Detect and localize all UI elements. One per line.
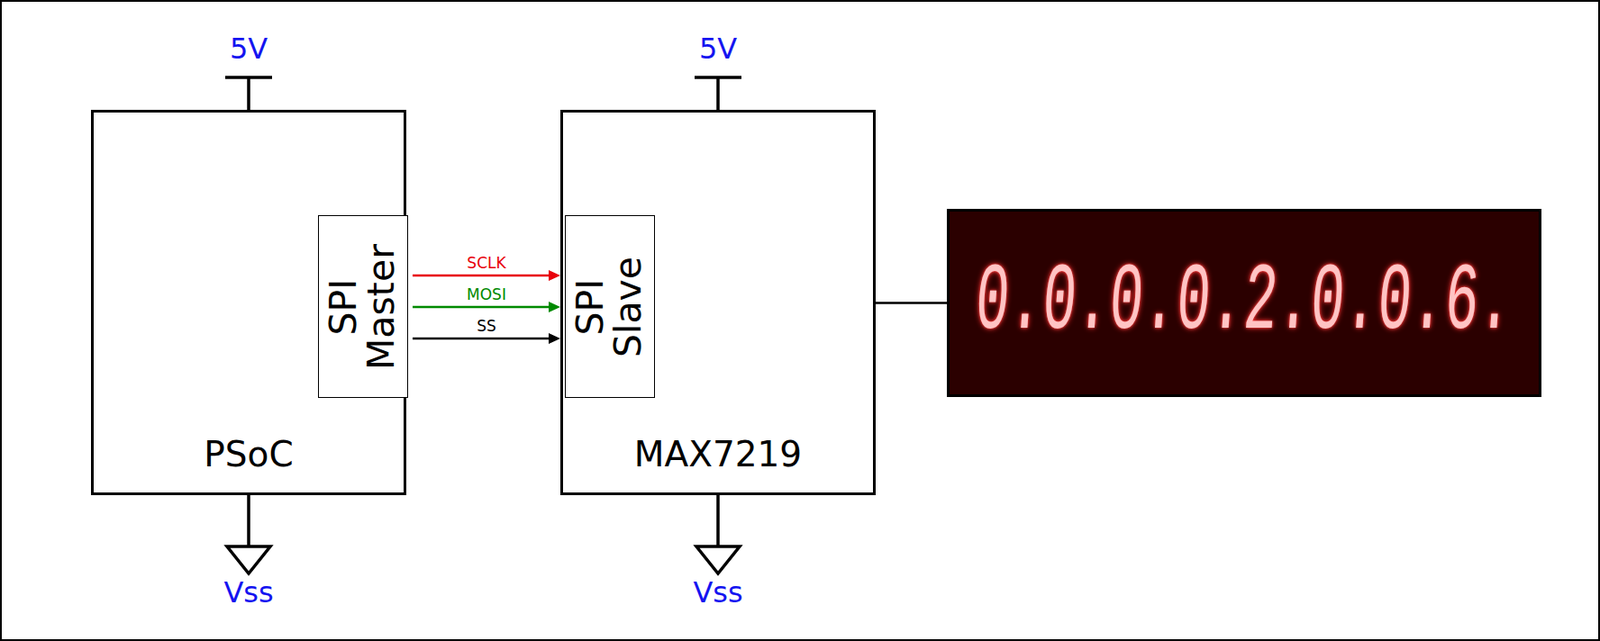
power-rail-label: 5V — [229, 31, 268, 66]
seven-segment-display: 0.0.0.0.2.0.0.6. — [946, 209, 1542, 398]
power-symbol — [225, 77, 742, 110]
spi-block: SPI Slave — [564, 215, 655, 399]
chip-name: MAX7219 — [563, 431, 873, 479]
chip-name: PSoC — [93, 431, 404, 479]
signal-name: MOSI — [466, 286, 507, 303]
power-rail-label: Vss — [692, 575, 743, 610]
signal-arrow — [412, 333, 561, 345]
power-rail-label: Vss — [223, 575, 273, 610]
signal-arrow — [875, 302, 947, 304]
spi-block: SPI Master — [318, 215, 409, 399]
signal-arrow — [412, 270, 561, 282]
driver-chip-box: MAX7219 SPI Slave — [560, 109, 876, 496]
microcontroller-box: PSoC SPI Master — [90, 109, 407, 496]
interface-name: SPI Master — [325, 243, 401, 370]
signal-arrow — [412, 301, 561, 313]
signal-name: SCLK — [466, 254, 506, 272]
interface-name: SPI Slave — [572, 255, 648, 357]
display-digits: 0.0.0.0.2.0.0.6. — [972, 255, 1517, 351]
ground-symbol — [227, 495, 740, 574]
power-rail-label: 5V — [699, 31, 737, 66]
signal-name: SS — [476, 318, 497, 335]
